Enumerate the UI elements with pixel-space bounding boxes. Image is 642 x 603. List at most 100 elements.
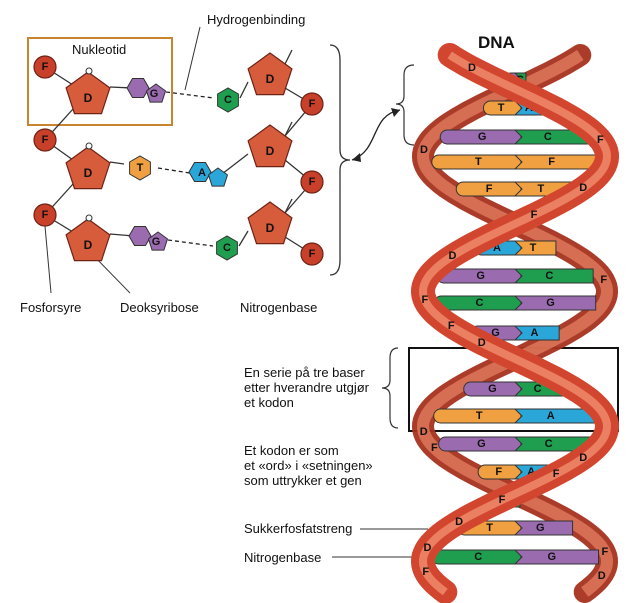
rung-12-left (433, 408, 522, 424)
phosphate-pointer (44, 225, 52, 294)
glycosidic-bond-right-2 (238, 230, 249, 247)
oxygen-dot-0 (85, 67, 93, 75)
word-line-3: som uttrykker et gen (244, 473, 362, 488)
base-right-2-label: C (223, 242, 231, 254)
base-right-2 (216, 235, 238, 261)
strand-back-highlight (416, 49, 614, 597)
rung-13-right-label: C (545, 438, 553, 450)
deoxyribose-left-1-label: D (84, 166, 93, 180)
deoxyribose-left-2-label: D (84, 238, 93, 252)
sugar-phosphate-strand-label: Sukkerfosfatstreng (244, 521, 353, 536)
zoom-arrowhead-right (391, 108, 400, 117)
rung-17-right (513, 549, 600, 565)
rung-9-right (513, 325, 560, 341)
codon-line-3: et kodon (244, 395, 294, 410)
phosphate-left-1-label: F (42, 134, 49, 146)
deoxyribose-left-0-label: D (84, 91, 93, 105)
strand-back-marker-3: F (431, 442, 438, 454)
rung-7-left-label: G (476, 270, 485, 282)
strand-back-marker-1: F (600, 274, 607, 286)
rung-11-left-label: G (488, 383, 497, 395)
deoxyribose-right-2 (247, 201, 293, 245)
phosphate-right-2 (300, 242, 324, 266)
rung-4-left-label: F (486, 183, 493, 195)
base-left-1 (129, 155, 151, 181)
phosphate-right-1-label: F (309, 176, 316, 188)
hydrogen-bond-2 (167, 239, 214, 247)
strand-marker-7: D (478, 337, 486, 349)
word-description: Et kodon er som et «ord» i «setningen» s… (244, 443, 373, 488)
deoxyribose-left-2 (65, 218, 111, 262)
rung-14-left (477, 464, 522, 480)
deoxyribose-left-0 (65, 71, 111, 115)
phosphate-left-2-label: F (42, 209, 49, 221)
rung-17-left-label: C (474, 551, 482, 563)
strand-marker-11: D (455, 516, 463, 528)
base-right-1-ring-a (188, 162, 212, 182)
strand-marker-0: D (468, 62, 476, 74)
oxygen-dot-1 (85, 142, 93, 150)
word-line-2: et «ord» i «setningen» (244, 458, 373, 473)
strand-front-highlight (418, 51, 612, 596)
phosphate-left-2 (33, 203, 57, 227)
base-right-0 (217, 87, 239, 113)
nitrogen-base-label-right: Nitrogenbase (244, 550, 322, 565)
rung-12-right (513, 408, 597, 424)
strand-marker-3: F (531, 209, 538, 221)
phosphate-right-0 (300, 92, 324, 116)
rung-12-left-label: T (476, 410, 483, 422)
rung-14-right-label: A (527, 466, 535, 478)
strand-marker-9: F (553, 468, 560, 480)
nucleotide-label: Nukleotid (72, 42, 127, 57)
hydrogen-bond-label: Hydrogenbinding (207, 12, 306, 27)
base-right-1-label: A (198, 167, 206, 179)
rung-2-left-label: G (478, 131, 487, 143)
backbone-stub-right-1 (284, 121, 293, 137)
deoxyribose-right-1 (247, 124, 293, 168)
backbone-stub-right-0 (284, 49, 293, 65)
deoxyribose-right-0 (247, 52, 293, 96)
strand-marker-4: D (449, 250, 457, 262)
phosphate-left-1 (33, 128, 57, 152)
rung-3-right-label: F (548, 156, 555, 168)
rung-6-right (513, 240, 557, 256)
rung-1-left (482, 100, 522, 116)
base-right-0-label: C (224, 94, 232, 106)
rung-13-left-label: G (477, 438, 486, 450)
base-left-1-label: T (137, 162, 144, 174)
nitrogen-base-label-left: Nitrogenbase (240, 300, 318, 315)
rung-11-right-label: C (534, 383, 542, 395)
strand-marker-2: D (579, 182, 587, 194)
rung-16-right-label: G (536, 522, 545, 534)
base-left-2-label: G (152, 236, 161, 248)
strand-back-marker-4: F (601, 546, 608, 558)
codon-line-2: etter hverandre utgjør (244, 380, 370, 395)
rung-8-left-label: C (476, 297, 484, 309)
strand-marker-10: F (499, 494, 506, 506)
hydrogen-bond-pointer (184, 26, 201, 91)
zoom-arrow (351, 109, 401, 161)
rung-1-left-label: T (498, 102, 505, 114)
rung-9-left-label: G (491, 327, 500, 339)
glycosidic-bond-right-1 (221, 153, 249, 175)
rung-13-left (438, 436, 522, 452)
oxygen-dot-2 (85, 214, 93, 222)
deoxyribose-right-2-label: D (266, 221, 275, 235)
rung-11-left (463, 381, 522, 397)
strand-marker-6: F (448, 320, 455, 332)
deoxyribose-right-0-label: D (266, 72, 275, 86)
rung-9-right-label: A (530, 327, 538, 339)
phosphoric-acid-label: Fosforsyre (20, 300, 82, 315)
glycosidic-bond-left-1 (109, 161, 125, 165)
rung-6-right-label: T (530, 242, 537, 254)
rung-3-left-label: T (475, 156, 482, 168)
base-left-0-label: G (150, 88, 159, 100)
phosphate-left-0 (33, 55, 57, 79)
rung-16-right (513, 520, 574, 536)
deoxyribose-right-1-label: D (266, 144, 275, 158)
rung-6-left-label: A (493, 242, 501, 254)
rung-4-right-label: T (537, 183, 544, 195)
codon-line-1: En serie på tre baser (244, 365, 365, 380)
